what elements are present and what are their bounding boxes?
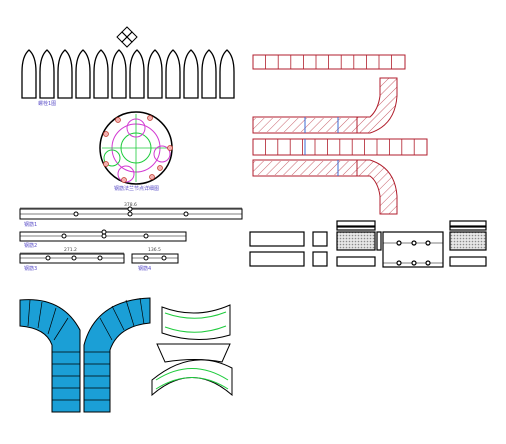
bar-label-1: 钢筋1	[24, 221, 37, 228]
cross-section-boxes	[249, 220, 487, 268]
blue-arch-columns	[19, 297, 151, 413]
dim-label-1: 378.6	[124, 202, 137, 208]
bullet-shape	[57, 49, 73, 99]
bullet-shape	[201, 49, 217, 99]
bullets-label: 螺栓1图	[38, 100, 56, 107]
bullet-shape	[129, 49, 145, 99]
bullet-shape	[219, 49, 235, 99]
curved-segments	[151, 304, 233, 397]
bullet-shape	[147, 49, 163, 99]
bullet-shape	[75, 49, 91, 99]
long-bars: 378.6 271.2 136.5	[19, 202, 243, 264]
bullet-shape	[111, 49, 127, 99]
bar-label-4: 钢筋4	[138, 265, 151, 272]
bullet-shape	[165, 49, 181, 99]
bullet-shape	[183, 49, 199, 99]
arrow-key-cross-icon	[116, 26, 138, 48]
bullet-row	[21, 49, 235, 99]
bar-label-3: 钢筋3	[24, 265, 37, 272]
dim-label-3: 136.5	[148, 247, 161, 253]
bar-label-2: 钢筋2	[24, 242, 37, 249]
circle-detail	[99, 111, 173, 185]
red-segmented-bars	[252, 54, 428, 215]
bullet-shape	[21, 49, 37, 99]
circle-detail-label: 钢筋法兰节点详细图	[114, 185, 159, 192]
bullet-shape	[93, 49, 109, 99]
dim-label-2: 271.2	[64, 247, 77, 253]
bullet-shape	[39, 49, 55, 99]
